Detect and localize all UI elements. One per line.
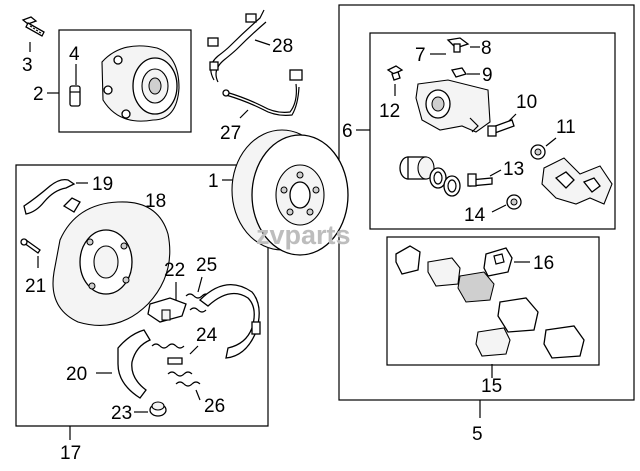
callout-13: 13 — [503, 159, 524, 180]
pin-boot-part-11 — [530, 144, 546, 160]
brake-disc-part-1 — [231, 129, 349, 256]
callout-3: 3 — [22, 55, 33, 76]
caliper-body — [415, 79, 491, 133]
callout-5: 5 — [472, 424, 483, 445]
callout-2: 2 — [33, 84, 44, 105]
wheel-speed-sensor-part-27 — [222, 69, 303, 116]
callout-10: 10 — [516, 92, 537, 113]
bolt-part-3 — [21, 16, 45, 37]
bolt-part-12 — [386, 65, 404, 81]
callout-8: 8 — [481, 38, 492, 59]
watermark-logo: zvparts — [256, 220, 351, 250]
callout-17: 17 — [60, 443, 81, 464]
callout-20: 20 — [66, 364, 87, 385]
pad-group-box — [386, 236, 600, 366]
callout-12: 12 — [379, 101, 400, 122]
caliper-carrier — [541, 157, 613, 205]
wheel-hub-part-2 — [101, 45, 180, 122]
bleeder-cap-part-8 — [446, 37, 470, 53]
shoe-part-20 — [117, 329, 151, 399]
parking-brake-group-box — [15, 164, 269, 427]
callout-22: 22 — [164, 260, 185, 281]
piston-seal-kit — [399, 156, 461, 197]
spring-part-24 — [151, 343, 185, 365]
brake-pads — [395, 245, 585, 359]
callout-26: 26 — [204, 396, 225, 417]
guide-pin-part-10 — [487, 119, 515, 137]
clip-small — [62, 197, 81, 213]
pin-part-21 — [20, 238, 41, 254]
callout-14: 14 — [464, 205, 486, 226]
callout-11: 11 — [556, 117, 576, 138]
callout-6: 6 — [342, 121, 353, 142]
spring-part-26 — [167, 371, 201, 387]
caliper-group-inner-box — [369, 32, 616, 230]
callout-27: 27 — [220, 123, 241, 144]
guide-pin-part-13 — [467, 173, 493, 187]
pin-boot-part-14 — [506, 194, 522, 210]
callout-24: 24 — [196, 325, 218, 346]
callout-18: 18 — [145, 191, 166, 212]
callout-7: 7 — [415, 45, 426, 66]
callout-9: 9 — [482, 65, 493, 86]
callout-1: 1 — [208, 171, 219, 192]
cap-part-23 — [149, 401, 167, 417]
callout-25: 25 — [196, 255, 217, 276]
callout-21: 21 — [25, 276, 46, 297]
bleeder-screw-part-9 — [450, 67, 468, 78]
backing-plate-part-18 — [52, 201, 171, 326]
hub-stud-part-4 — [69, 85, 81, 107]
parking-shoe — [199, 284, 261, 359]
callout-4: 4 — [69, 44, 80, 65]
adjuster-part-22 — [147, 297, 187, 323]
callout-16: 16 — [533, 253, 554, 274]
callout-15: 15 — [481, 376, 502, 397]
callout-28: 28 — [272, 36, 293, 57]
callout-23: 23 — [111, 403, 132, 424]
callout-19: 19 — [92, 174, 113, 195]
abs-sensor-wire-part-28 — [207, 9, 267, 83]
hub-group-box — [58, 29, 192, 133]
pad-clip-part-16 — [483, 247, 513, 277]
lever-part-19 — [23, 178, 76, 215]
